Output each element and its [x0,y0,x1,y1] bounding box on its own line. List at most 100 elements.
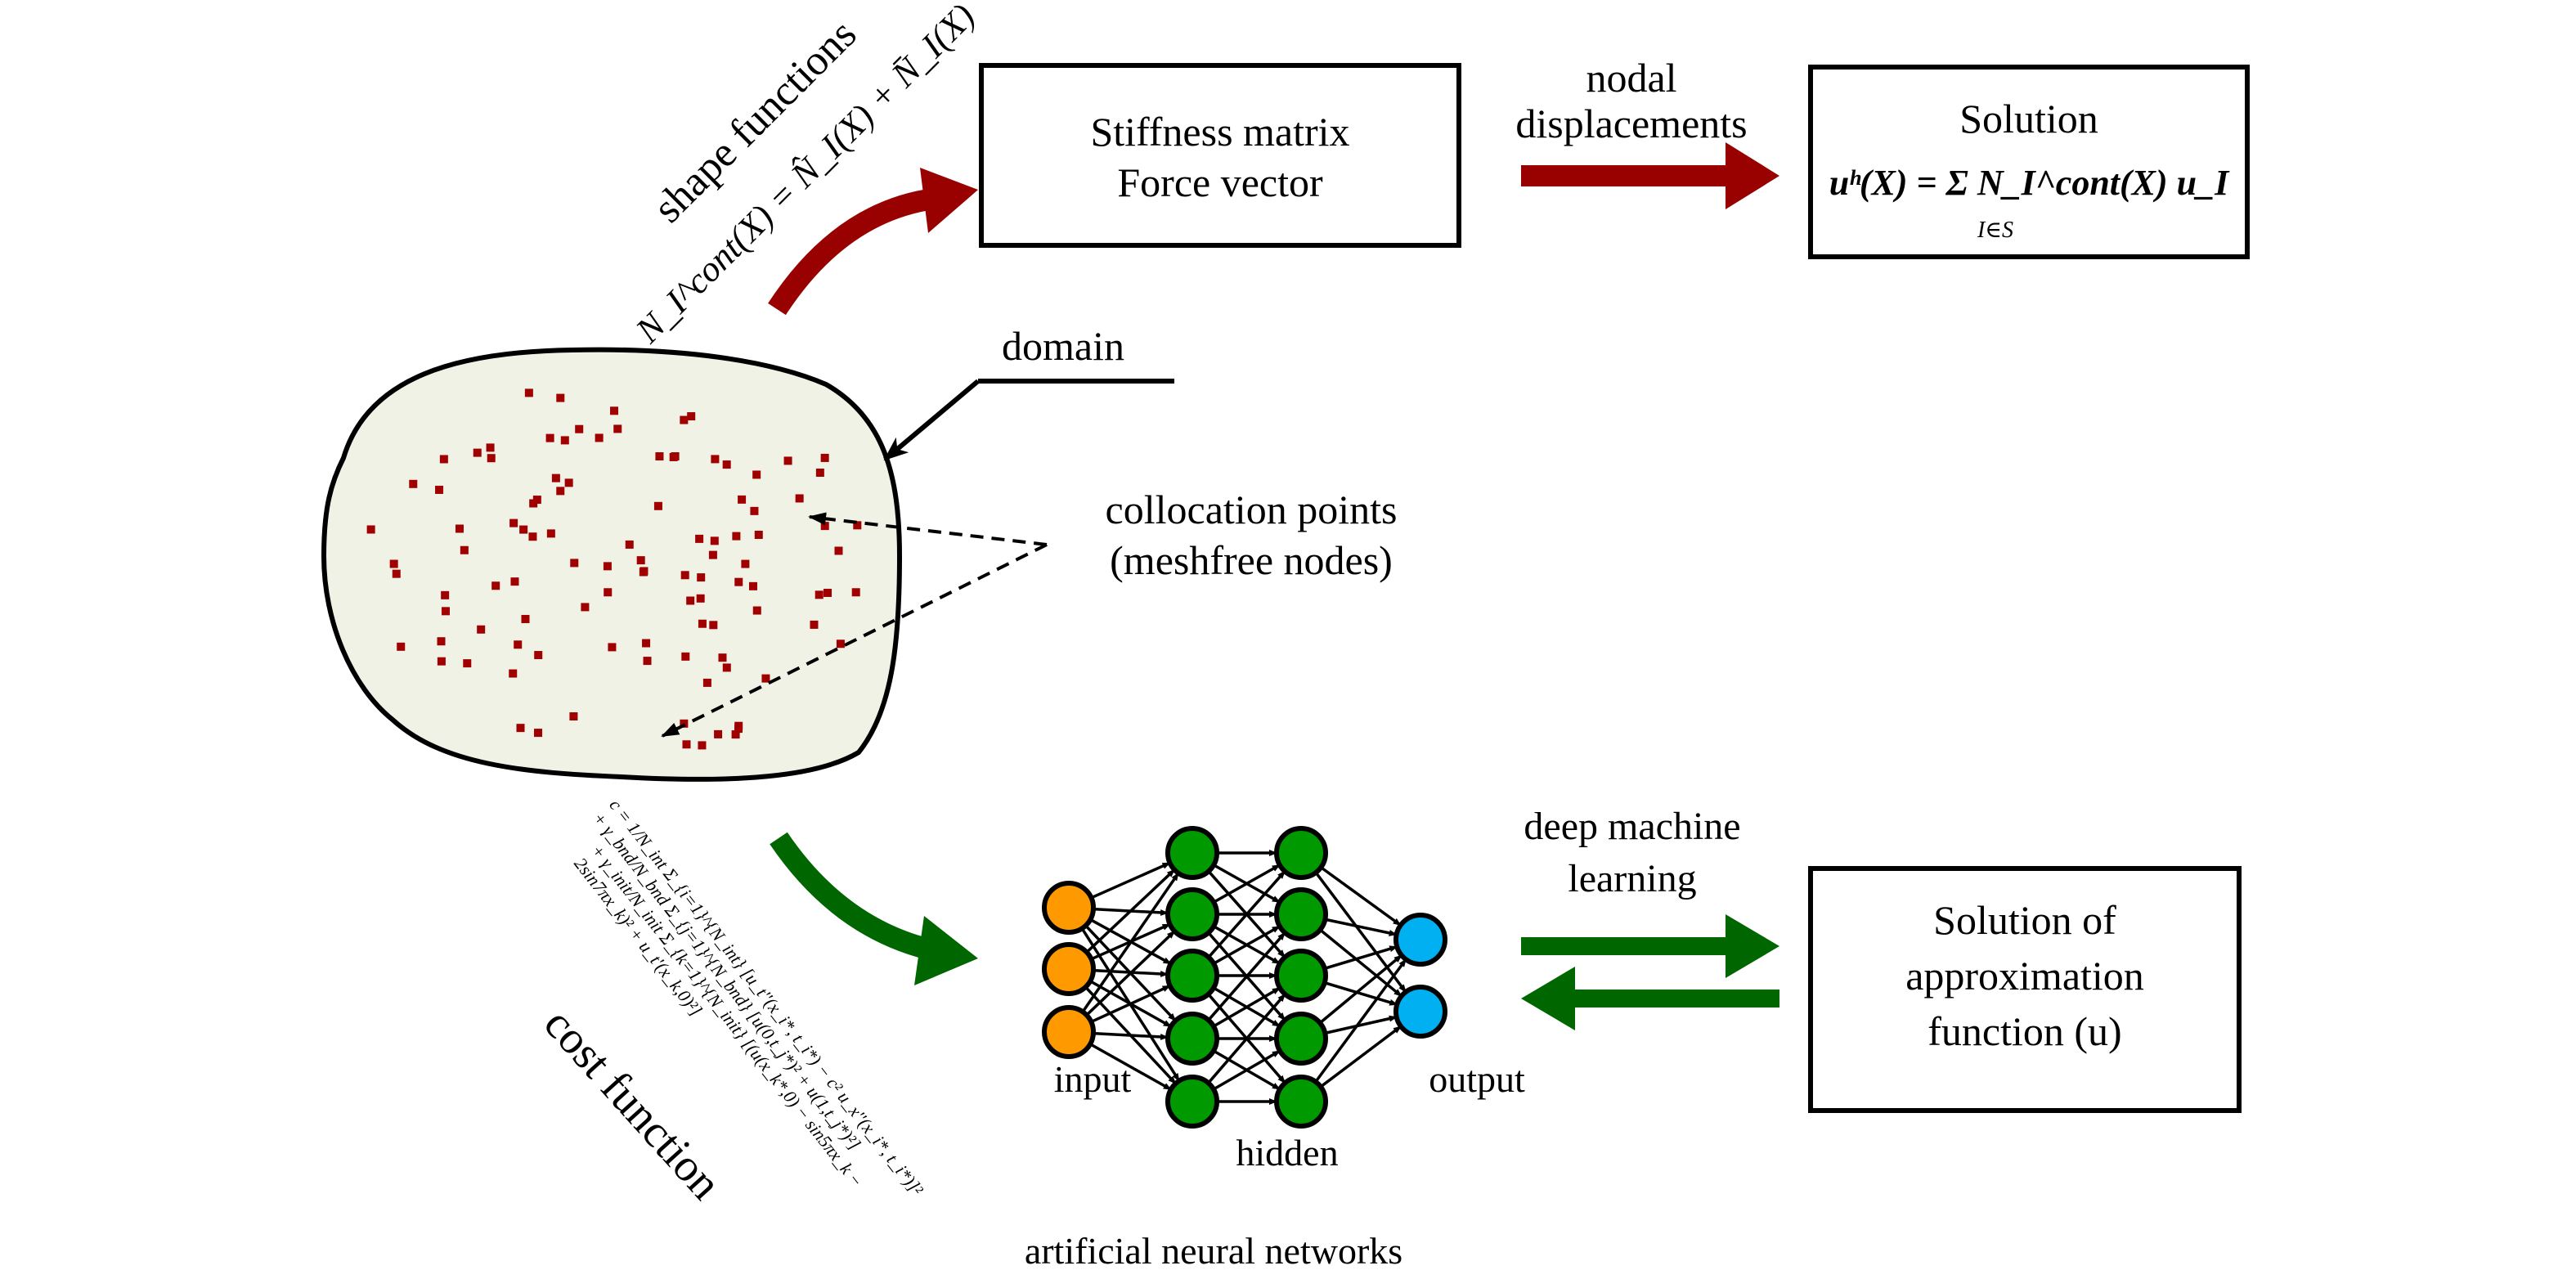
hidden-node [1165,1075,1219,1129]
collocation-point [815,468,824,477]
collocation-point [519,525,528,534]
collocation-point [455,524,464,533]
collocation-point [521,614,530,623]
input-node [1042,1005,1096,1059]
input-node [1042,942,1096,996]
collocation-point [613,424,622,433]
network-edge [1207,931,1286,1021]
network-edge [1089,1043,1172,1091]
collocation-point [514,640,523,649]
collocation-point [534,651,543,660]
network-edge [1085,868,1176,954]
output-node [1393,913,1447,967]
collocation-point [545,433,554,442]
network-edge [1085,930,1176,1016]
network-edge [1320,866,1402,927]
learning-label: learning [1568,857,1696,900]
approx-line-1: Solution of [1933,897,2116,943]
domain-label: domain [1002,323,1124,369]
collocation-point [783,456,792,465]
nodal-label: nodal [1586,55,1676,101]
network-edge [1090,861,1171,900]
red-straight-arrow [1521,142,1779,209]
output-node [1393,985,1447,1039]
hidden-node [1165,949,1219,1003]
neural-network [1042,826,1447,1129]
collocation-point [603,562,612,571]
network-edge [1207,870,1286,958]
collocation-point [640,567,648,576]
collocation-point [551,473,560,482]
output-label: output [1429,1058,1525,1100]
network-edge [1324,945,1398,971]
network-edge [1207,993,1286,1084]
collocation-point [595,433,604,442]
collocation-point [604,588,613,597]
collocation-point [687,412,696,421]
domain-arrow [883,379,980,462]
collocation-point [734,577,743,586]
collocation-point [473,448,482,457]
hidden-node [1165,1012,1219,1066]
collocation-point [460,545,469,554]
collocation-point [698,619,707,628]
collocation-point [732,532,741,541]
collocation-point [750,506,759,515]
collocation-point [463,659,472,668]
collocation-points-label: collocation points [1106,487,1398,532]
collocation-point [487,454,496,463]
collocation-point [709,621,718,630]
collocation-point [529,499,538,508]
collocation-point [752,606,761,615]
collocation-point [516,724,525,733]
collocation-point [534,729,543,738]
collocation-point [824,588,832,597]
network-edge [1324,918,1398,936]
collocation-point [409,479,418,488]
cost-formula-line-2: + γ_init/N_init Σ_{k=1}^{N_init} [(u(x_k… [570,840,868,1192]
problem-domain [321,347,903,782]
collocation-point [734,725,743,734]
approx-line-3: function (u) [1928,1008,2121,1054]
collocation-point [636,556,645,565]
collocation-point [655,452,664,461]
hidden-node [1274,949,1328,1003]
collocation-point [836,640,845,648]
network-edge [1314,871,1407,994]
collocation-point [491,581,500,590]
deep-machine-label: deep machine [1524,805,1740,848]
collocation-point [608,643,617,652]
approximation-solution-box [1808,866,2242,1113]
collocation-points [366,388,862,750]
collocation-point [366,525,375,534]
displacements-label: displacements [1515,101,1747,146]
network-edge [1213,864,1281,904]
collocation-point [702,678,711,687]
collocation-point [731,730,740,739]
collocation-point [671,452,680,461]
collocation-point [441,590,450,599]
solution-title: Solution [1959,96,2098,141]
collocation-point [749,581,758,590]
solution-formula: uʰ(X) = Σ N_I^cont(X) u_I [1829,163,2230,203]
green-forward-arrow [1521,914,1779,978]
collocation-point [714,729,723,738]
collocation-point [697,573,706,582]
collocation-point [486,443,495,452]
network-edge [1213,925,1281,965]
collocation-point [853,521,862,530]
stiffness-box [979,63,1461,248]
collocation-point [696,594,705,603]
collocation-point [698,741,707,750]
network-edge [1081,872,1180,1013]
collocation-point [477,625,486,634]
hidden-label: hidden [1236,1132,1338,1174]
collocation-point [722,663,731,672]
collocation-point [392,569,401,578]
collocation-point [722,460,731,469]
collocation-point [524,388,533,397]
network-edge [1213,986,1281,1028]
collocation-point [642,639,651,648]
network-edge [1090,984,1171,1024]
collocation-point [695,534,704,543]
